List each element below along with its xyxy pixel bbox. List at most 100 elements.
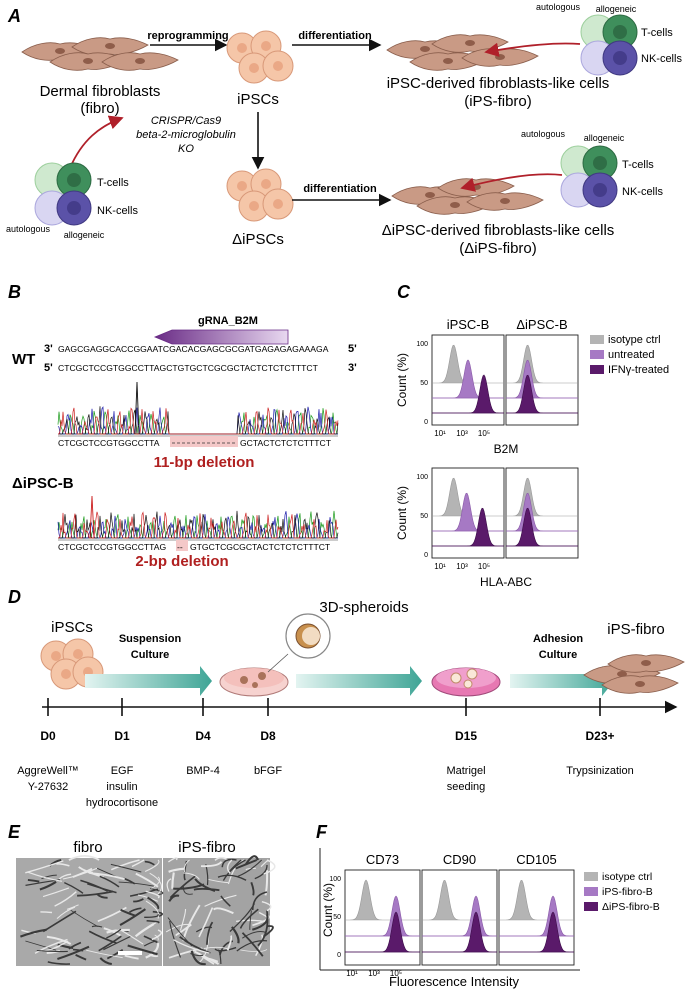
culture-dish-2 (431, 667, 501, 697)
flow-c-ytick-1-0: 100 (416, 474, 428, 481)
autologous-label-bottom: autologous (521, 129, 566, 139)
flow-f-xlabel: Fluorescence Intensity (389, 974, 520, 989)
dipsc-cluster (226, 168, 294, 222)
cell-stroke (182, 885, 193, 895)
flow-c-title-0: iPSC-B (447, 317, 490, 332)
flow-c-ytick-1-2: 0 (424, 552, 428, 559)
cell-stroke (118, 881, 155, 887)
read2-dash: -- (177, 542, 183, 552)
fibro-sublabel: (fibro) (80, 100, 119, 117)
cell-stroke (145, 943, 160, 959)
legend-f-label-2: ΔiPS-fibro-B (602, 901, 660, 913)
panel-label-e: E (8, 822, 21, 842)
flow-f-xtick-2: 10⁵ (390, 969, 402, 978)
flow-c-hist-1-1-2 (506, 507, 578, 547)
cell-stroke (26, 871, 63, 882)
flow-c-xtick-1-0: 10¹ (434, 562, 446, 571)
micrograph-fibro-texture (20, 854, 164, 966)
cell-stroke (214, 856, 229, 861)
cell-stroke (179, 908, 187, 931)
cell-stroke (241, 932, 264, 957)
cell-stroke (70, 909, 98, 927)
cell-stroke (212, 907, 234, 915)
cell-stroke (58, 873, 72, 880)
cell-stroke (235, 859, 258, 870)
cell-stroke (173, 883, 205, 890)
legend-f-label-1: iPS-fibro-B (602, 886, 653, 898)
flow-c-xtick-0-1: 10³ (456, 429, 468, 438)
micrograph-left-label: fibro (73, 839, 102, 856)
scale-bar (118, 951, 142, 955)
cell-stroke (106, 928, 130, 934)
cell-stroke (133, 898, 144, 903)
dipscs-label: ΔiPSCs (232, 231, 284, 248)
crispr-label-3: KO (178, 143, 194, 155)
cell-stroke (244, 855, 259, 866)
timeline-day-4: D15 (455, 729, 477, 743)
crispr-label-1: CRISPR/Cas9 (151, 115, 221, 127)
flow-f-hist-0-2 (345, 911, 420, 953)
allogeneic-label: allogeneic (596, 4, 637, 14)
cell-stroke (198, 952, 215, 965)
nkcells-label-left: NK-cells (97, 205, 138, 217)
cell-stroke (150, 888, 164, 895)
micrograph-ips-fibro (163, 858, 270, 966)
flow-c-ytick-0-2: 0 (424, 419, 428, 426)
cell-stroke (198, 907, 214, 938)
cell-stroke (120, 908, 136, 917)
flow-f-title-2: CD105 (516, 852, 556, 867)
panel-label-f: F (316, 822, 328, 842)
cell-stroke (220, 895, 231, 907)
culture-dish-1 (219, 667, 289, 697)
flow-c-hist-0-1-2 (506, 374, 578, 414)
deletion-highlight-1 (170, 436, 238, 447)
flow-c-xlabel-1: HLA-ABC (480, 575, 532, 589)
flow-c-hist-1-0-1 (432, 492, 504, 532)
cell-stroke (97, 906, 127, 922)
tcells-label-top: T-cells (641, 27, 673, 39)
flow-f-hist-1-2 (422, 911, 497, 953)
cell-stroke (165, 923, 191, 933)
trace-3 (58, 407, 339, 435)
suspension-label-1: Suspension (119, 633, 182, 645)
cell-stroke (144, 859, 160, 873)
wt-label: WT (12, 351, 35, 368)
cell-stroke (261, 900, 272, 912)
cell-stroke (226, 935, 233, 951)
cell-stroke (239, 908, 259, 929)
tcells-label-left: T-cells (97, 177, 129, 189)
cell-stroke (54, 891, 77, 907)
cell-stroke (254, 864, 268, 880)
cell-stroke (151, 929, 163, 941)
flow-c-xlabel-0: B2M (494, 442, 519, 456)
ips-fibro-label: iPSC-derived fibroblasts-like cells (387, 75, 610, 92)
cell-stroke (119, 929, 144, 945)
cell-stroke (53, 940, 69, 949)
cell-stroke (151, 876, 161, 889)
autologous-label-left: autologous (6, 224, 51, 234)
dips-fibro-sublabel: (ΔiPS-fibro) (459, 240, 537, 257)
cell-stroke (145, 890, 160, 899)
cell-stroke (200, 861, 223, 868)
cell-stroke (222, 859, 246, 881)
cell-stroke (183, 859, 190, 873)
cell-stroke (203, 946, 228, 950)
cell-stroke (80, 879, 109, 892)
cell-stroke (152, 910, 163, 918)
cell-stroke (144, 913, 159, 918)
cell-stroke (143, 940, 157, 947)
cell-stroke (57, 943, 74, 949)
grna-arrow (153, 329, 289, 345)
cell-stroke (168, 857, 178, 863)
timeline-day-0: D0 (40, 729, 56, 743)
cell-stroke (146, 896, 160, 910)
cell-stroke (193, 887, 220, 892)
cell-stroke (240, 949, 268, 953)
cell-stroke (217, 949, 222, 965)
wt-3prime: 3' (44, 343, 53, 355)
legend-c-label-1: untreated (608, 349, 654, 361)
cell-stroke (42, 887, 70, 898)
cell-stroke (110, 863, 142, 873)
differentiation-label-2: differentiation (303, 183, 377, 195)
